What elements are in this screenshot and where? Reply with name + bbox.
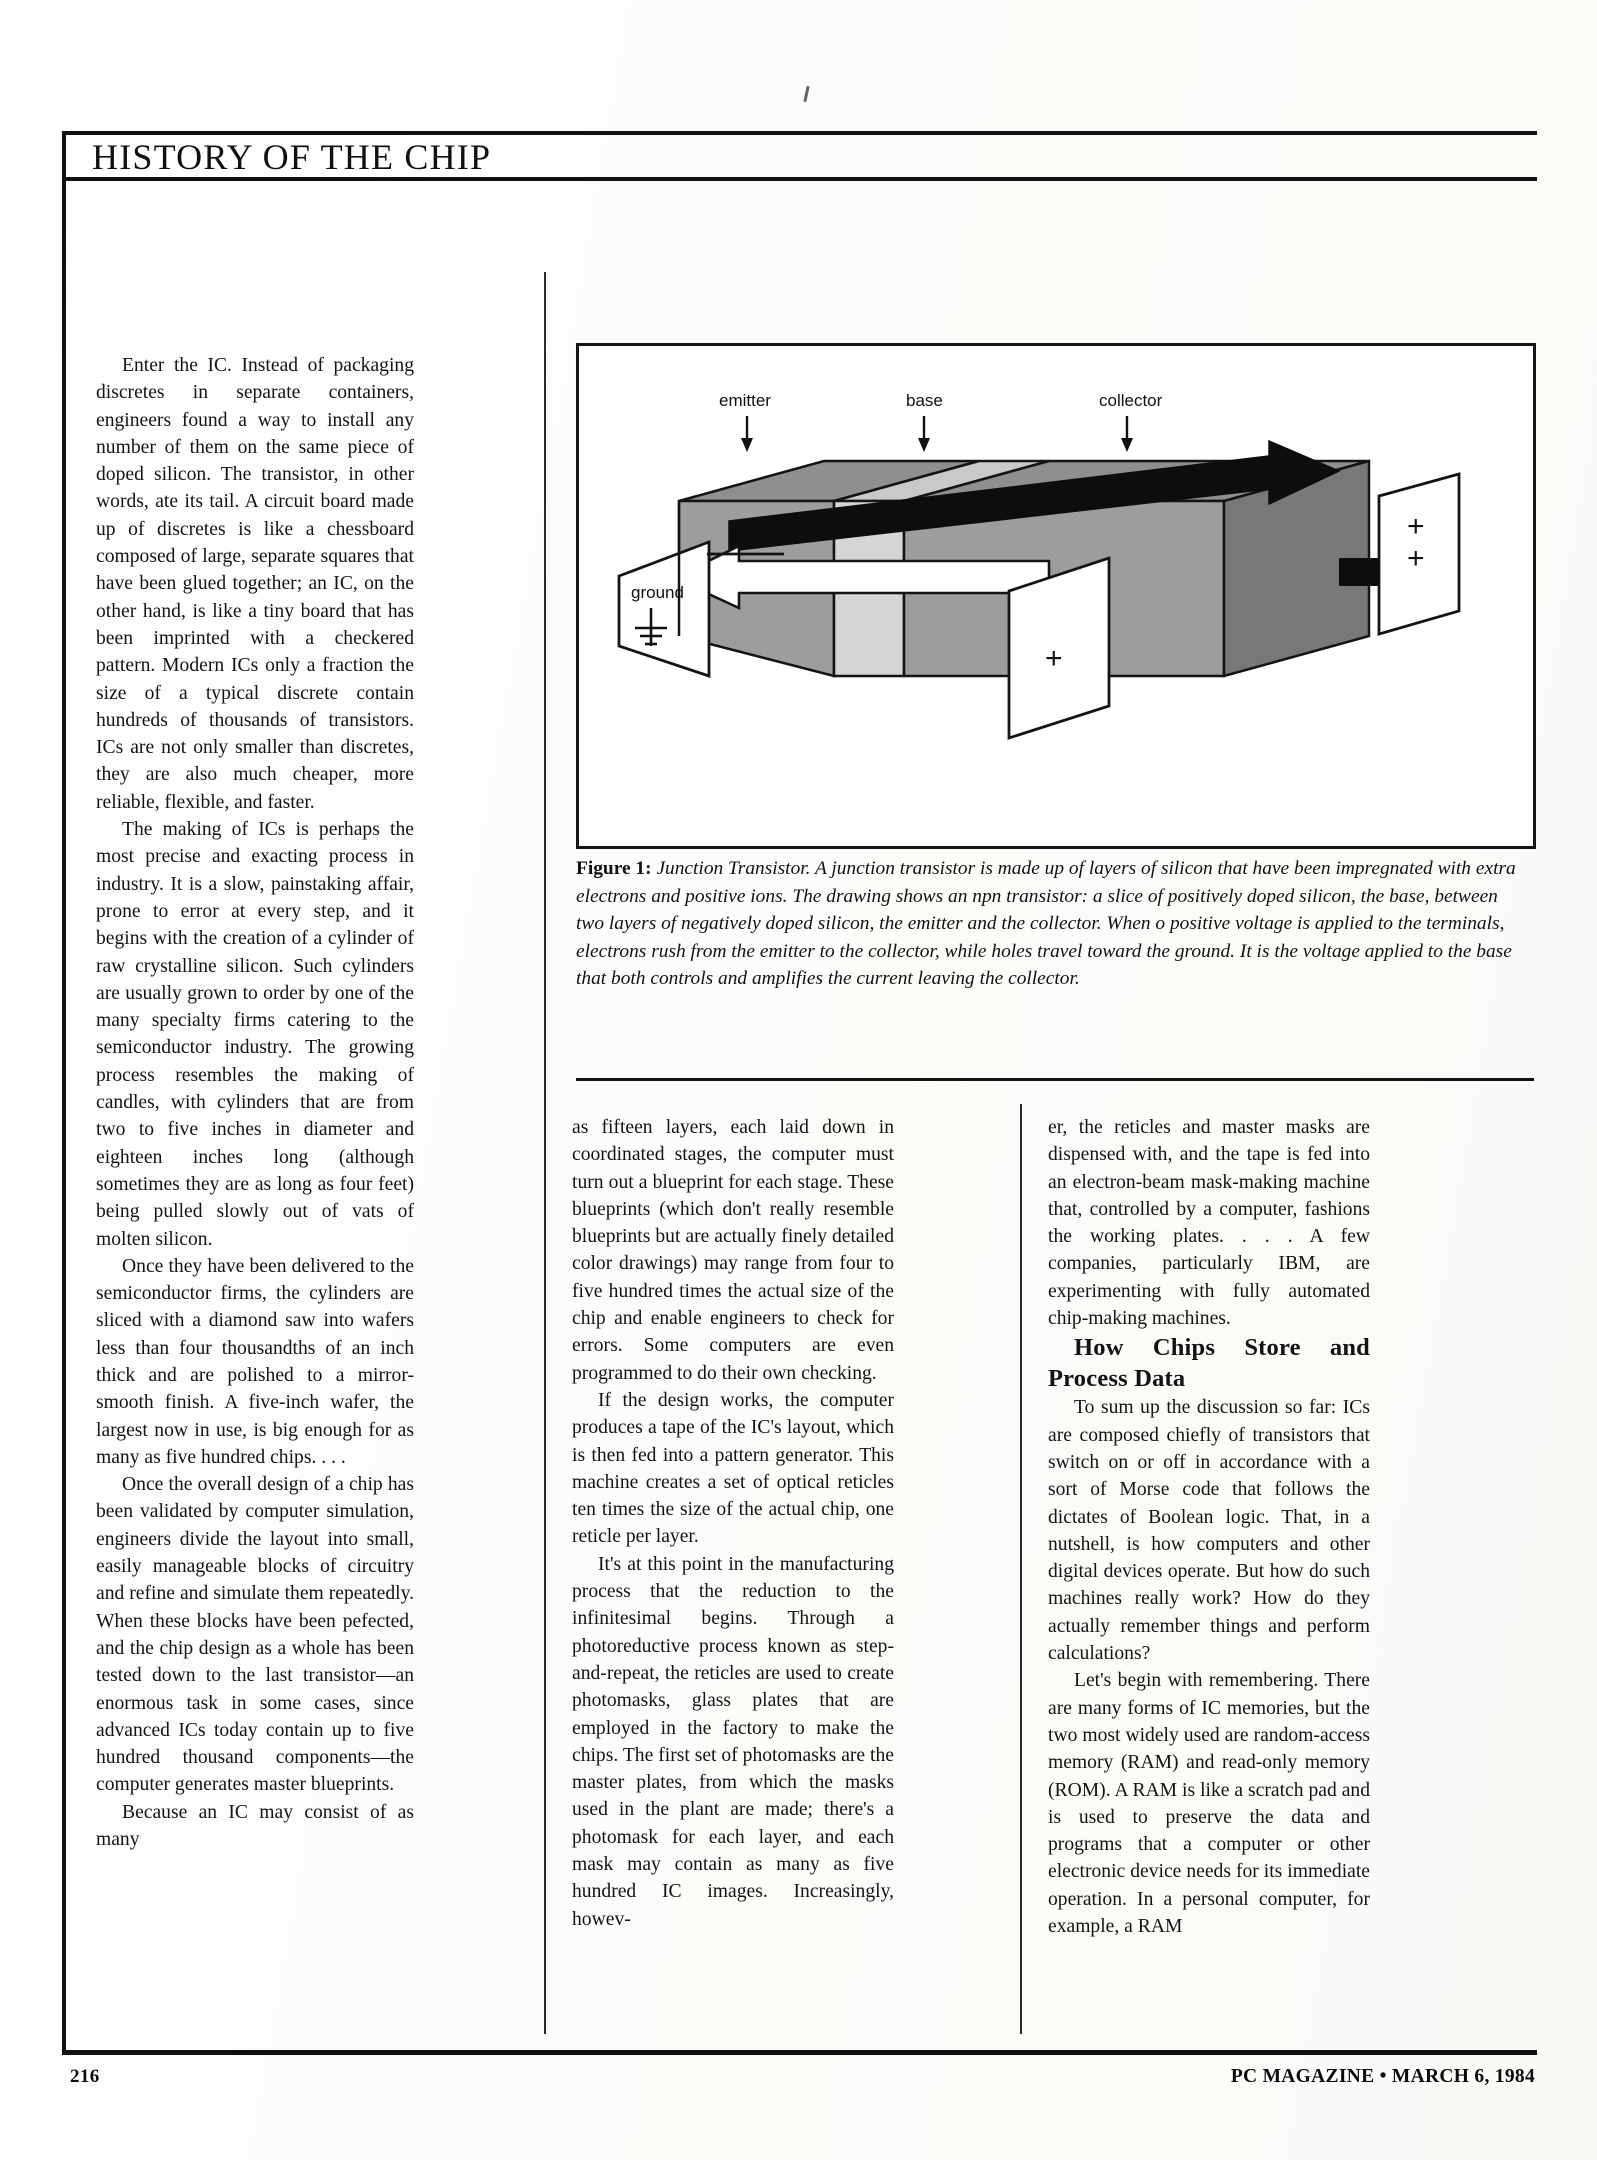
paragraph: as fifteen layers, each laid down in coo… (572, 1117, 894, 1384)
paragraph: Let's begin with remembering. There are … (1048, 1670, 1370, 1938)
figure-caption: Figure 1: Junction Transistor. A junctio… (576, 855, 1528, 993)
column-divider-right (1020, 1104, 1022, 2034)
figure-label-base: base (906, 391, 943, 410)
paragraph: Once they have been delivered to the sem… (96, 1255, 414, 1468)
paragraph: It's at this point in the manufacturing … (572, 1553, 894, 1930)
section-subheading: How Chips Store and Process Data (1048, 1334, 1370, 1393)
body-column-1: Enter the IC. Instead of packaging discr… (96, 352, 414, 1853)
figure-caption-label: Figure 1: (576, 858, 652, 879)
paragraph: er, the reticles and master masks are di… (1048, 1117, 1370, 1330)
figure-1-illustration: emitter base collector (576, 343, 1536, 849)
figure-label-emitter: emitter (719, 391, 771, 410)
paragraph: The making of ICs is perhaps the most pr… (96, 819, 414, 1250)
paragraph: Once the overall design of a chip has be… (96, 1474, 414, 1796)
figure-caption-text: Junction Transistor. A junction transist… (576, 858, 1516, 990)
column-divider-left (544, 272, 546, 2034)
frame-rule-left (62, 131, 66, 2054)
rule-under-caption (576, 1078, 1534, 1081)
running-head: HISTORY OF THE CHIP (92, 137, 492, 177)
frame-rule-top (62, 131, 1537, 135)
page-number: 216 (70, 2066, 100, 2087)
figure-plus-collector-1: + (1407, 510, 1425, 543)
frame-rule-under-header (62, 177, 1537, 181)
paragraph: To sum up the discussion so far: ICs are… (1048, 1397, 1370, 1665)
publication-footer: PC MAGAZINE • MARCH 6, 1984 (1230, 2066, 1535, 2087)
body-column-2: as fifteen layers, each laid down in coo… (572, 1114, 894, 1933)
junction-transistor-drawing: emitter base collector (579, 346, 1533, 846)
paragraph: Enter the IC. Instead of packaging discr… (96, 355, 414, 813)
frame-rule-bottom (62, 2050, 1537, 2055)
figure-plus-base: + (1045, 642, 1063, 675)
figure-label-ground: ground (631, 583, 684, 602)
body-column-3: er, the reticles and master masks are di… (1048, 1114, 1370, 1940)
figure-label-collector: collector (1099, 391, 1163, 410)
paragraph: Because an IC may consist of as many (96, 1801, 414, 1851)
paragraph: If the design works, the computer produc… (572, 1389, 894, 1548)
figure-plus-collector-2: + (1407, 542, 1425, 575)
